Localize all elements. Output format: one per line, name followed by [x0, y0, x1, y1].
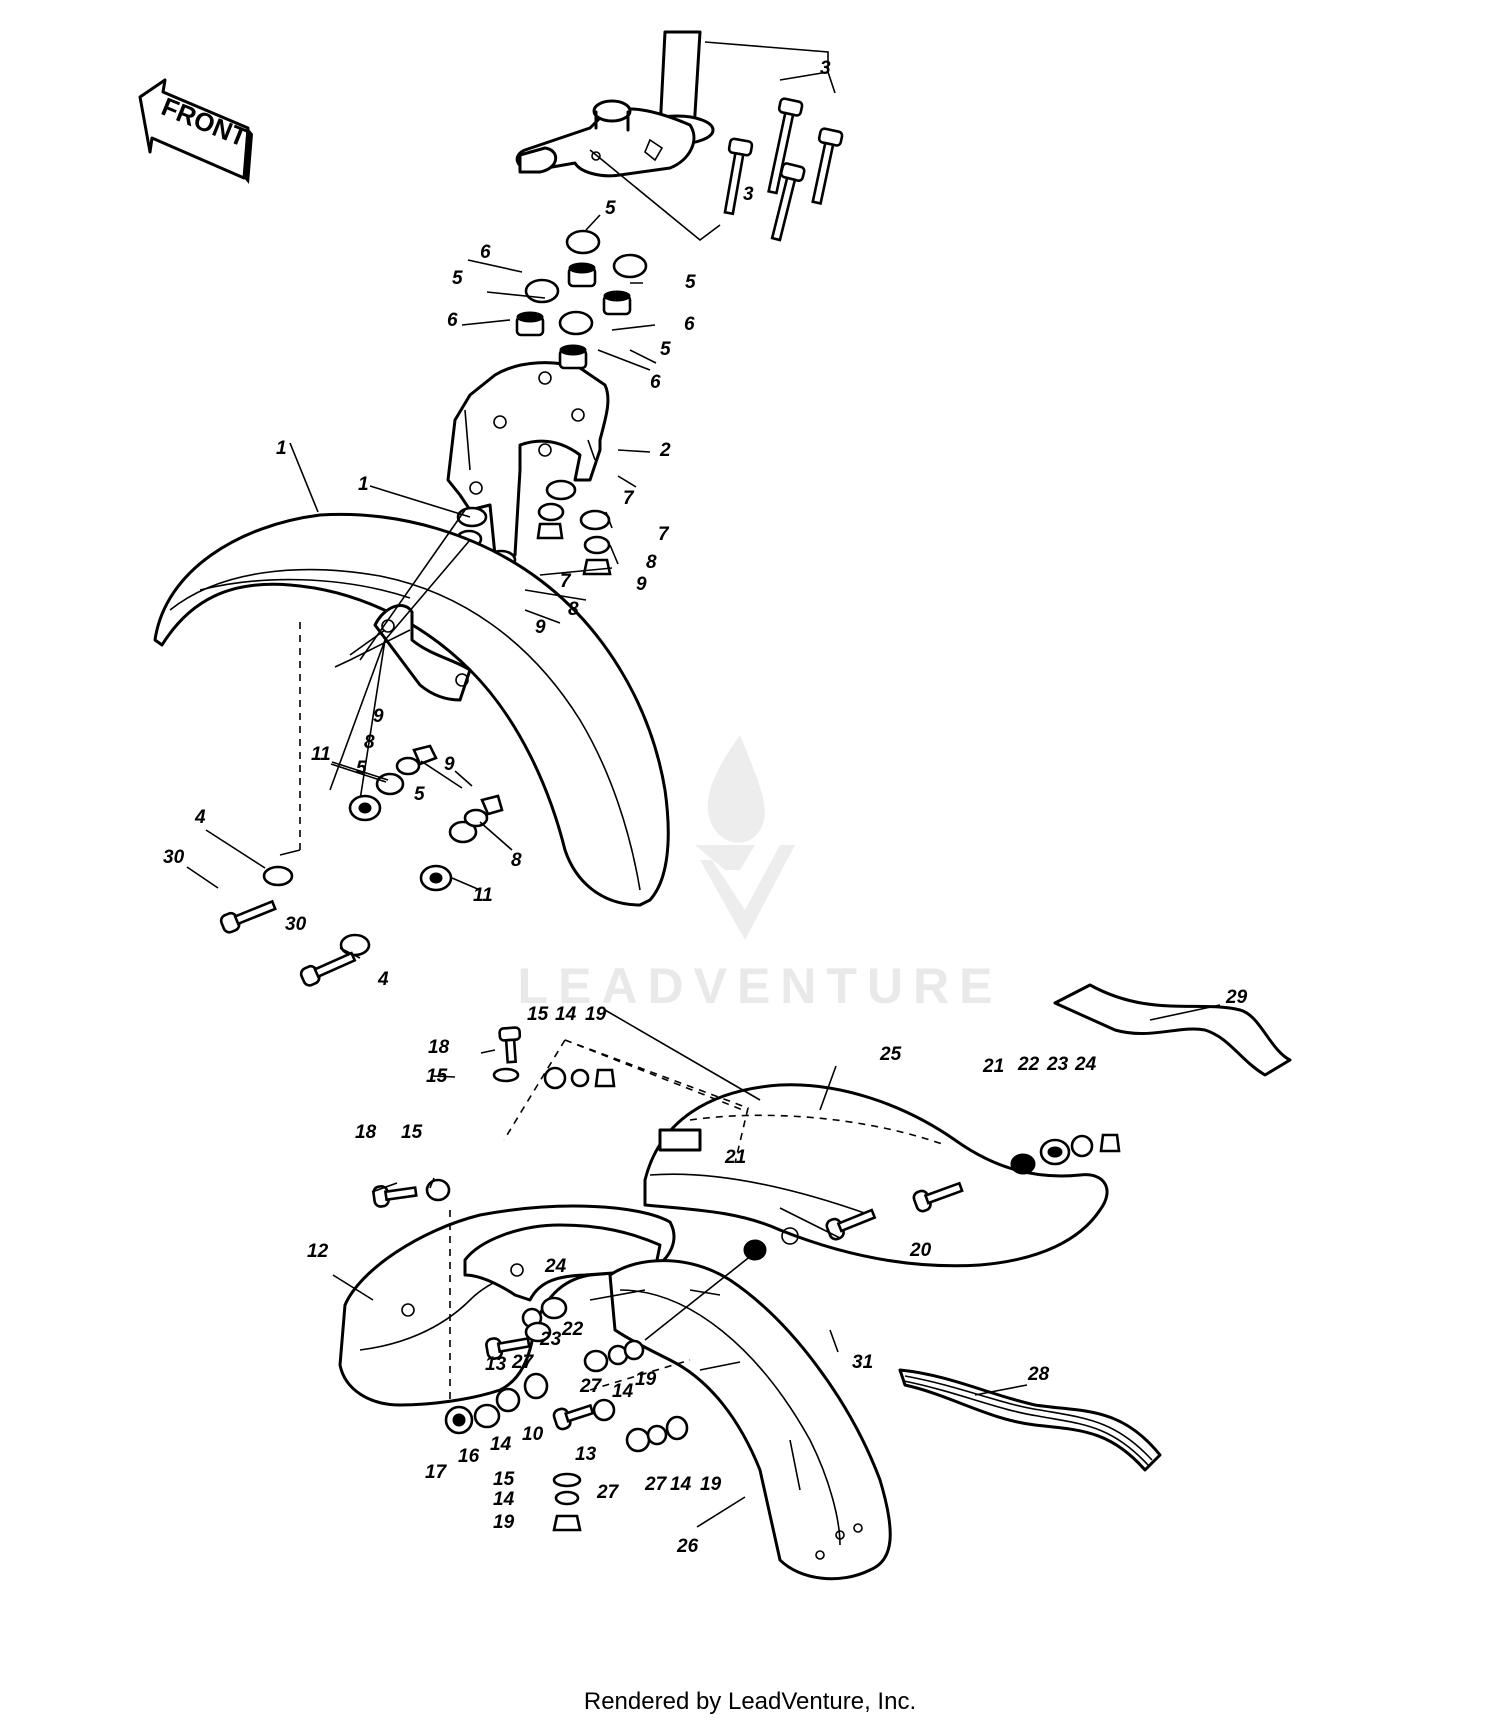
callout: 23 [539, 1329, 562, 1350]
callout: 22 [1017, 1054, 1040, 1075]
front-fender [153, 512, 670, 907]
callout: 5 [356, 758, 367, 779]
front-fender-bracket [446, 361, 610, 557]
callout: 23 [1046, 1054, 1069, 1075]
callout: 19 [493, 1512, 515, 1533]
callout: 9 [444, 754, 455, 775]
callout: 11 [473, 885, 493, 906]
callout: 22 [561, 1319, 584, 1340]
rear-fender [643, 1083, 1109, 1268]
watermark-logo [695, 735, 795, 940]
callout: 15 [527, 1004, 549, 1025]
callout: 9 [636, 574, 647, 595]
fork-bracket-assembly [515, 30, 715, 178]
callout: 24 [544, 1256, 567, 1277]
callout: 27 [511, 1352, 535, 1373]
callout: 1 [358, 474, 369, 495]
callout: 14 [490, 1434, 512, 1455]
callout-labels: 3 3 5 6 5 5 6 6 5 6 2 1 1 7 7 7 8 8 9 9 … [163, 58, 1248, 1557]
callout: 19 [585, 1004, 607, 1025]
callout: 5 [685, 272, 696, 293]
callout: 8 [646, 552, 657, 573]
callout: 4 [377, 969, 389, 990]
callout: 4 [194, 807, 206, 828]
callout: 9 [373, 706, 384, 727]
callout: 14 [670, 1474, 692, 1495]
callout: 5 [660, 339, 671, 360]
callout: 7 [658, 524, 670, 545]
callout: 27 [644, 1474, 668, 1495]
callout: 12 [307, 1241, 329, 1262]
callout: 25 [879, 1044, 902, 1065]
callout: 8 [364, 732, 375, 753]
callout: 19 [635, 1369, 657, 1390]
callout: 7 [623, 488, 635, 509]
callout: 11 [311, 744, 331, 765]
fender-mount-hardware [219, 744, 504, 987]
callout: 20 [909, 1240, 932, 1261]
callout: 21 [982, 1056, 1004, 1077]
callout: 17 [425, 1462, 448, 1483]
callout: 30 [285, 914, 307, 935]
callout: 13 [575, 1444, 597, 1465]
callout: 27 [579, 1376, 603, 1397]
callout: 28 [1027, 1364, 1050, 1385]
callout: 15 [401, 1122, 423, 1143]
callout: 16 [458, 1446, 480, 1467]
callout: 27 [596, 1482, 620, 1503]
callout: 7 [560, 571, 572, 592]
callout: 3 [820, 58, 831, 79]
callout: 18 [355, 1122, 377, 1143]
callout: 6 [650, 372, 661, 393]
callout: 10 [522, 1424, 544, 1445]
callout: 8 [568, 599, 579, 620]
callout: 5 [452, 268, 463, 289]
callout: 18 [428, 1037, 450, 1058]
rear-mudguard [608, 1259, 892, 1581]
callout: 13 [485, 1354, 507, 1375]
decal-28 [898, 1368, 1162, 1472]
callout: 15 [493, 1469, 515, 1490]
callout: 31 [852, 1352, 873, 1373]
watermark-text: LEADVENTURE [517, 958, 1002, 1014]
rear-hardware [372, 1026, 1121, 1532]
callout: 6 [447, 310, 458, 331]
callout: 9 [535, 617, 546, 638]
callout: 21 [724, 1147, 746, 1168]
callout: 1 [276, 438, 287, 459]
callout: 5 [414, 784, 425, 805]
leader-lines [186, 214, 1221, 1528]
callout: 8 [511, 850, 522, 871]
footer-credit: Rendered by LeadVenture, Inc. [583, 1688, 917, 1715]
upper-hardware [515, 229, 648, 370]
callout: 3 [743, 184, 754, 205]
taillight-bracket [338, 1204, 676, 1407]
callout: 29 [1225, 987, 1248, 1008]
decal-29 [1053, 983, 1292, 1077]
front-arrow: FRONT [138, 78, 253, 184]
callout: 14 [493, 1489, 515, 1510]
callout: 15 [426, 1066, 448, 1087]
callout: 2 [659, 440, 671, 461]
callout: 6 [684, 314, 695, 335]
callout: 26 [676, 1536, 699, 1557]
callout: 14 [555, 1004, 577, 1025]
callout: 14 [612, 1381, 634, 1402]
callout: 24 [1074, 1054, 1097, 1075]
callout: 5 [605, 198, 616, 219]
callout: 19 [700, 1474, 722, 1495]
callout: 6 [480, 242, 491, 263]
callout: 30 [163, 847, 185, 868]
bolt-group-3 [723, 97, 844, 242]
